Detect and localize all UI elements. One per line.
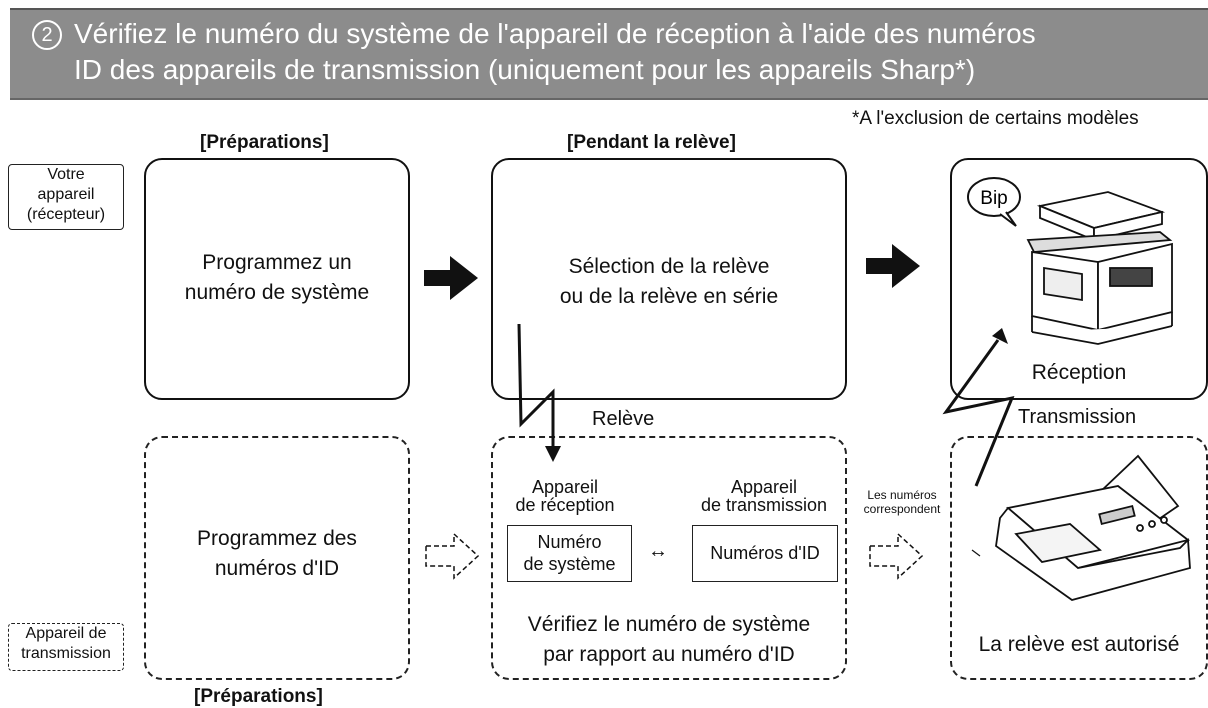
program-system-line-2: numéro de système bbox=[184, 281, 370, 304]
compare-arrow: ↔ bbox=[648, 540, 668, 562]
side-label-receiver-line-2: appareil bbox=[37, 186, 95, 203]
reception-device-line-1: Appareil bbox=[531, 477, 599, 497]
system-number-box: Numéro de système bbox=[507, 525, 632, 582]
polling-allowed-label: La relève est autorisé bbox=[978, 633, 1180, 656]
transmission-lightning-icon bbox=[942, 328, 1015, 487]
step-number-badge: 2 bbox=[32, 20, 62, 50]
selection-line-2: ou de la relève en série bbox=[559, 285, 779, 308]
box-polling-allowed: La relève est autorisé bbox=[950, 436, 1208, 680]
box-program-system-number: Programmez un numéro de système bbox=[144, 158, 410, 400]
arrow-right-top-2 bbox=[866, 244, 920, 288]
program-system-line-1: Programmez un bbox=[202, 251, 352, 274]
multifunction-copier-icon bbox=[1026, 191, 1173, 345]
transmission-device-label: Appareil de transmission bbox=[686, 478, 842, 514]
numbers-match-label: Les numéros correspondent bbox=[850, 488, 954, 516]
header-preparations-bottom: [Préparations] bbox=[194, 686, 323, 707]
dashed-arrow-1 bbox=[425, 532, 480, 580]
numbers-match-line-2: correspondent bbox=[863, 502, 941, 516]
side-label-receiver-line-1: Votre bbox=[47, 166, 85, 183]
title-line-1: Vérifiez le numéro du système de l'appar… bbox=[74, 18, 1036, 49]
program-ids-line-2: numéros d'ID bbox=[214, 557, 340, 580]
box-releve-selection: Sélection de la relève ou de la relève e… bbox=[491, 158, 847, 400]
transmission-device-line-1: Appareil bbox=[730, 477, 798, 497]
side-label-transmitter-line-2: transmission bbox=[21, 645, 111, 662]
reception-device-label: Appareil de réception bbox=[500, 478, 630, 514]
box-program-id-numbers: Programmez des numéros d'ID bbox=[144, 436, 410, 680]
reception-device-line-2: de réception bbox=[515, 495, 615, 515]
releve-lightning-icon bbox=[517, 323, 561, 462]
header-pendant-releve: [Pendant la relève] bbox=[567, 132, 736, 153]
fax-machine-icon bbox=[971, 454, 1191, 601]
bip-text: Bip bbox=[980, 188, 1007, 209]
arrow-right-top-1 bbox=[424, 256, 478, 300]
side-label-receiver: Votre appareil (récepteur) bbox=[8, 164, 124, 230]
releve-signal-label: Relève bbox=[592, 408, 655, 430]
side-label-transmitter: Appareil de transmission bbox=[8, 623, 124, 671]
side-label-transmitter-line-1: Appareil de bbox=[25, 625, 107, 642]
transmission-signal-label: Transmission bbox=[1018, 406, 1137, 428]
bip-speech-bubble: Bip bbox=[967, 177, 1021, 227]
reception-label: Réception bbox=[1031, 361, 1127, 384]
program-ids-line-1: Programmez des bbox=[197, 527, 357, 550]
footnote: *A l'exclusion de certains modèles bbox=[852, 108, 1139, 129]
title-banner: 2 Vérifiez le numéro du système de l'app… bbox=[10, 8, 1208, 100]
title-line-2: ID des appareils de transmission (unique… bbox=[74, 54, 976, 85]
dashed-arrow-2 bbox=[869, 532, 924, 580]
verify-line-2: par rapport au numéro d'ID bbox=[543, 643, 795, 666]
numbers-match-line-1: Les numéros bbox=[867, 488, 937, 502]
verify-line-1: Vérifiez le numéro de système bbox=[527, 613, 811, 636]
header-preparations-top: [Préparations] bbox=[200, 132, 329, 153]
selection-line-1: Sélection de la relève bbox=[568, 255, 770, 278]
box-verify-numbers: Vérifiez le numéro de système par rappor… bbox=[491, 436, 847, 680]
side-label-receiver-line-3: (récepteur) bbox=[26, 206, 106, 223]
transmission-device-line-2: de transmission bbox=[700, 495, 828, 515]
system-number-line-1: Numéro bbox=[537, 532, 602, 552]
system-number-line-2: de système bbox=[523, 554, 616, 574]
id-numbers-box: Numéros d'ID bbox=[692, 525, 838, 582]
